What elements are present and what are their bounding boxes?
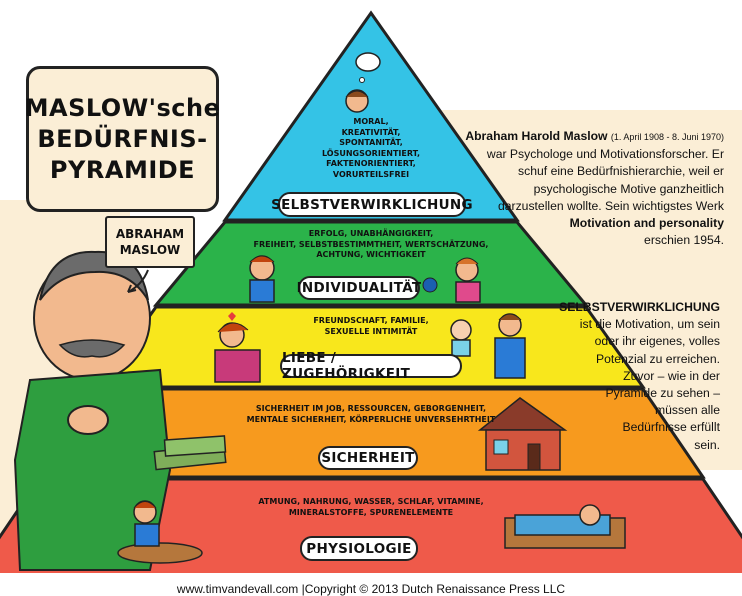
title-box: MASLOW'sche BEDÜRFNIS- PYRAMIDE	[24, 66, 221, 212]
bio-line-3: psychologische Motive ganzheitlich	[533, 181, 724, 196]
maslow-tag-line-2: MASLOW	[119, 243, 181, 257]
level-text-sicherheit: SICHERHEIT IM JOB, RESSOURCEN, GEBORGENH…	[246, 404, 496, 424]
level-text-selbstverwirklichung: MORAL, KREATIVITÄT, SPONTANITÄT, LÖSUNGS…	[321, 117, 421, 179]
sv-line-5: Pyramide zu sehen –	[605, 386, 721, 401]
level-text-individualitaet: ERFOLG, UNABHÄNGIGKEIT, FREIHEIT, SELBST…	[253, 229, 489, 259]
level-text-liebe: FREUNDSCHAFT, FAMILIE, SEXUELLE INTIMITÄ…	[313, 316, 429, 336]
sv-line-4: Zuvor – wie in der	[623, 368, 720, 383]
sv-line-1: ist die Motivation, um sein	[579, 317, 720, 332]
level-label-liebe: LIEBE / ZUGEHÖRIGKEIT	[280, 350, 462, 382]
level-label-selbstverwirklichung: SELBSTVERWIRKLICHUNG	[271, 192, 473, 217]
level-label-individualitaet: INDIVIDUALITÄT	[297, 276, 421, 300]
sv-line-2: oder ihr eigenes, volles	[594, 334, 720, 349]
bio-dates: (1. April 1908 - 8. Juni 1970)	[610, 132, 724, 142]
level-text-physiologie: ATMUNG, NAHRUNG, WASSER, SCHLAF, VITAMIN…	[258, 497, 484, 517]
maslow-name-tag: ABRAHAM MASLOW	[105, 216, 195, 268]
maslow-tag-line-1: ABRAHAM	[115, 227, 185, 241]
bio-line-5: erschien 1954.	[644, 233, 724, 248]
bio-line-1: war Psychologe und Motivationsforscher. …	[486, 147, 724, 162]
sv-line-8: sein.	[694, 437, 720, 452]
thinking-child-icon	[345, 52, 381, 113]
title-line-2: BEDÜRFNIS-	[37, 124, 208, 153]
parent-with-baby-icon	[450, 313, 526, 379]
bio-name: Abraham Harold Maslow	[465, 129, 608, 143]
sv-line-3: Potenzial zu erreichen.	[596, 351, 720, 366]
house-icon	[477, 397, 568, 471]
bio-line-4: darzustellen wollte. Sein wichtigstes We…	[497, 198, 724, 213]
sv-heading: SELBSTVERWIRKLICHUNG	[559, 300, 720, 314]
hugging-couple-icon	[214, 312, 261, 383]
title-line-3: PYRAMIDE	[49, 155, 196, 184]
self-actualization-note: SELBSTVERWIRKLICHUNG ist die Motivation,…	[520, 299, 720, 454]
level-label-sicherheit: SICHERHEIT	[318, 446, 418, 470]
copyright-footer: www.timvandevall.com |Copyright © 2013 D…	[176, 582, 566, 596]
biography-text: Abraham Harold Maslow (1. April 1908 - 8…	[424, 128, 724, 249]
sv-line-6: müssen alle	[654, 403, 720, 418]
child-with-medal-icon	[249, 255, 481, 303]
title-line-1: MASLOW'sche	[24, 93, 221, 122]
bio-book: Motivation and personality	[569, 216, 724, 231]
level-selbstverwirklichung	[222, 10, 520, 222]
bio-line-2: schuf eine Bedürfnishierarchie, weil er	[518, 164, 724, 179]
level-label-physiologie: PHYSIOLOGIE	[300, 536, 418, 561]
money-icon	[153, 435, 227, 471]
sleeping-person-icon	[504, 504, 626, 549]
sv-line-7: Bedürfnisse erfüllt	[622, 420, 720, 435]
child-eating-icon	[117, 500, 203, 564]
